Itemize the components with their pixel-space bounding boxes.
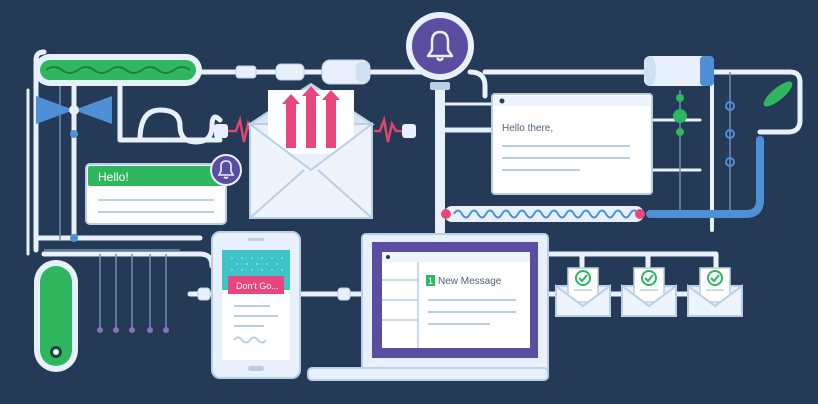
green-beads — [673, 94, 735, 167]
bell-icon — [426, 30, 454, 62]
envelope-chart — [246, 82, 376, 219]
green-wave-tube — [34, 54, 202, 86]
check-icon — [644, 274, 654, 283]
check-envelope — [687, 267, 743, 317]
phone-banner: Don't Go... — [236, 281, 279, 291]
canister — [644, 56, 714, 86]
green-capsule — [763, 81, 793, 107]
wires — [44, 72, 731, 330]
email-greeting: Hello there, — [502, 123, 553, 134]
heartbeat-right — [374, 115, 416, 143]
email-window: Hello there, — [491, 93, 653, 195]
chart-bar — [286, 104, 296, 148]
bell-icon — [217, 160, 235, 179]
chart-bar — [306, 96, 316, 148]
spring-tube — [441, 206, 645, 222]
phone: Don't Go... — [211, 231, 301, 379]
squiggle-pipe — [137, 107, 223, 145]
check-icon — [710, 274, 720, 283]
laptop: 1 New Message — [307, 233, 549, 381]
bell-badge — [406, 12, 474, 105]
hello-card-title: Hello! — [98, 170, 129, 184]
pipe-connectors-bottom — [197, 287, 351, 301]
check-envelope — [621, 267, 677, 317]
check-icon — [578, 274, 588, 283]
pipe-connectors-top — [235, 59, 371, 85]
check-envelope — [555, 267, 611, 317]
wire-nodes — [97, 327, 169, 333]
laptop-badge-count: 1 — [428, 276, 433, 286]
bowtie-valve — [36, 96, 112, 242]
hello-card: Hello! — [85, 154, 242, 225]
green-vertical-tube — [34, 260, 78, 372]
laptop-message-title: New Message — [438, 276, 502, 287]
chart-bar — [326, 100, 336, 148]
